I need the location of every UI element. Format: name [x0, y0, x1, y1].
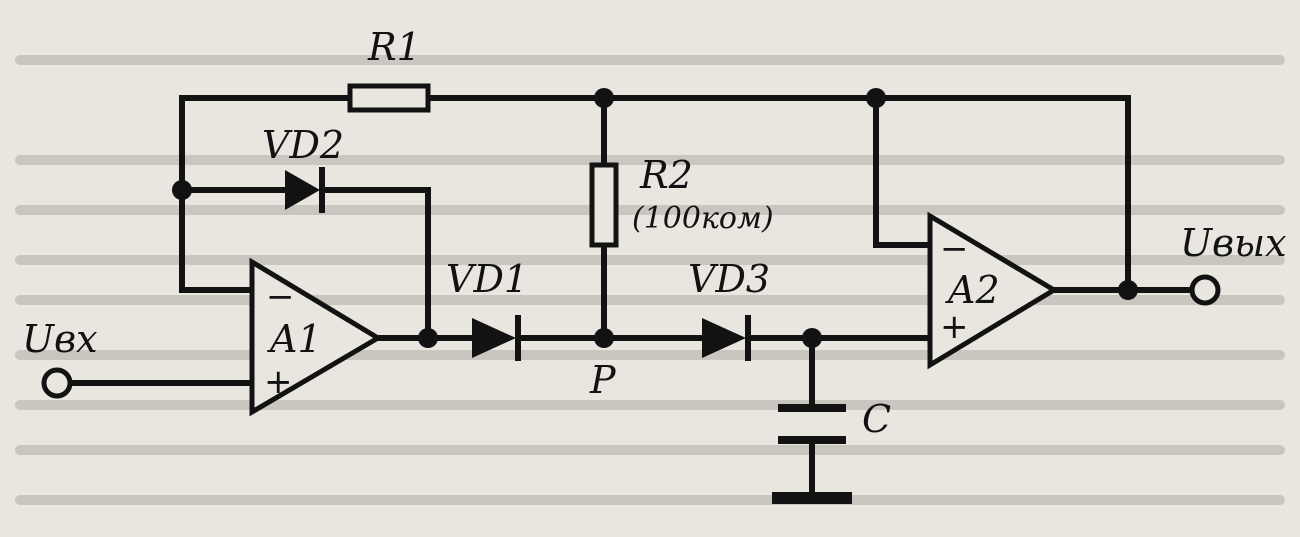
wire-left-feedback — [179, 95, 258, 293]
label-a1: A1 — [267, 317, 322, 361]
junction-dot — [172, 180, 192, 200]
wire-a2-feedback — [873, 95, 933, 248]
junction-dot — [866, 88, 886, 108]
label-output: Uвых — [1180, 221, 1287, 265]
wires — [67, 95, 1195, 495]
junction-dot — [1118, 280, 1138, 300]
background-text-lines — [15, 55, 1285, 505]
label-a2: A2 — [945, 268, 1000, 312]
a1-plus-sign: + — [264, 362, 293, 402]
label-vd1: VD1 — [446, 257, 528, 301]
capacitor-c — [772, 404, 852, 504]
a2-plus-sign: + — [940, 307, 969, 347]
junction-dot — [594, 88, 614, 108]
label-node-p: P — [589, 358, 617, 402]
output-terminal — [1189, 274, 1221, 306]
junction-nodes — [172, 88, 1138, 348]
diode-vd3 — [702, 315, 751, 361]
opamp-a1 — [249, 257, 383, 417]
label-vd3: VD3 — [688, 257, 770, 301]
wire-vd2-branch — [179, 187, 431, 341]
resistor-r1 — [347, 83, 431, 113]
label-vd2: VD2 — [262, 123, 344, 167]
label-r2-value: (100ком) — [632, 201, 774, 236]
a2-minus-sign: − — [940, 229, 969, 269]
label-r2: R2 — [639, 153, 693, 197]
resistor-r2 — [589, 162, 619, 248]
wire-top-rail — [179, 95, 1131, 293]
junction-dot — [418, 328, 438, 348]
opamp-a2 — [927, 211, 1059, 370]
a1-minus-sign: − — [266, 277, 295, 317]
junction-dot — [802, 328, 822, 348]
input-terminal — [41, 367, 73, 399]
diode-vd2 — [285, 167, 325, 213]
label-capacitor: C — [862, 397, 891, 441]
junction-dot — [594, 328, 614, 348]
label-r1: R1 — [367, 25, 421, 69]
diode-vd1 — [472, 315, 521, 361]
label-input: Uвх — [22, 317, 98, 361]
